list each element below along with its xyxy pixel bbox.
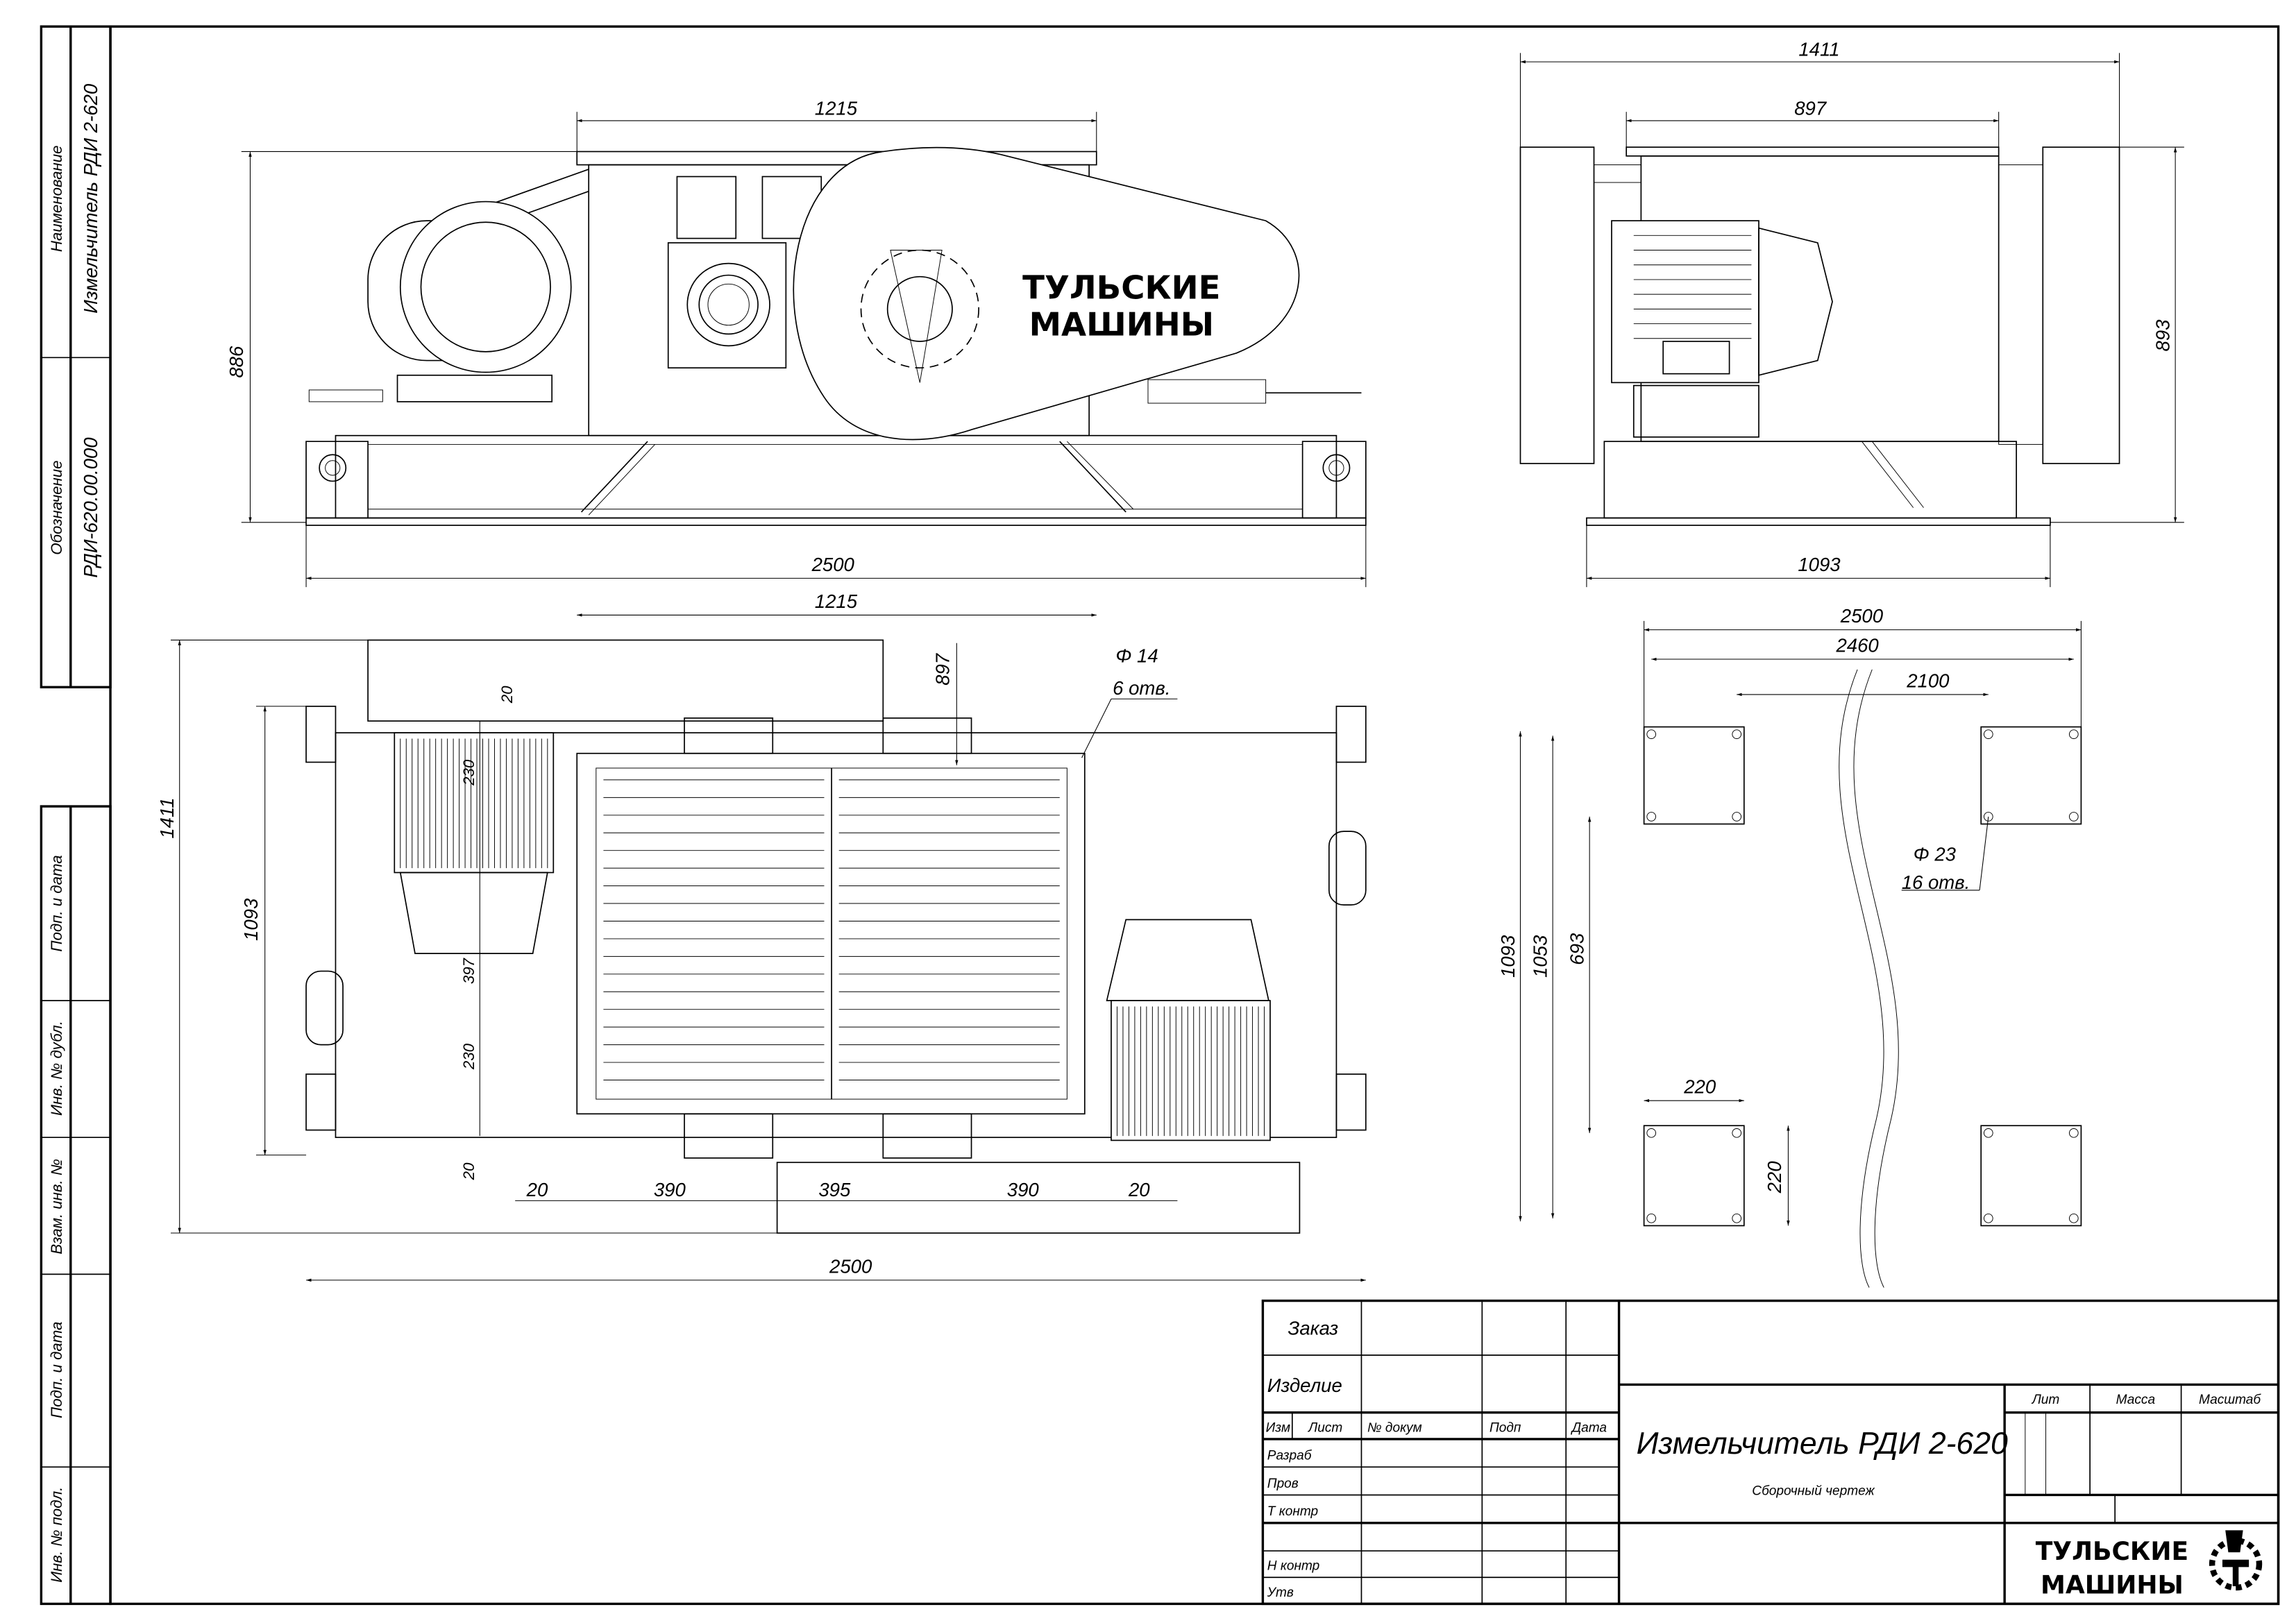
top-view: 1215 897 1411 1093 2500 20 230 397 230 2…	[156, 590, 1367, 1282]
dim-found-2500: 2500	[1840, 605, 1884, 627]
top-dimensions: 1215 897 1411 1093 2500 20 230 397 230 2…	[156, 590, 1366, 1282]
dim-front-1215: 1215	[815, 97, 858, 119]
dim-bottom-3: 395	[818, 1179, 851, 1200]
foundation-plan: 2500 2460 2100 1093 1053 693 220 220 Φ 2…	[1497, 605, 2082, 1288]
dim-side-1411: 1411	[1798, 39, 1839, 60]
top-frame	[305, 639, 1367, 1234]
side-motor	[1611, 220, 1833, 438]
motor-left	[308, 201, 572, 402]
col-podp: Подп	[1489, 1420, 1521, 1435]
stamp-naimenovanie-value: Измельчитель РДИ 2-620	[80, 83, 101, 314]
dim-top-897: 897	[932, 652, 954, 686]
dim-top-1093: 1093	[240, 898, 262, 941]
belt-guard-emblem	[860, 249, 979, 383]
found-hole-count: 16 отв.	[1902, 872, 1970, 893]
belt-guard: ТУЛЬСКИЕ МАШИНЫ	[793, 146, 1362, 441]
side-stamp: Наименование Измельчитель РДИ 2-620 Обоз…	[40, 25, 112, 1606]
dim-bottom-5: 20	[1128, 1179, 1150, 1200]
stamp-naimenovanie-label: Наименование	[48, 146, 65, 253]
label-izdelie: Изделие	[1267, 1375, 1342, 1396]
side-dimensions: 1411 897 893 1093	[1519, 39, 2184, 588]
stamp-inv-dubl: Инв. № дубл.	[48, 1021, 65, 1116]
dim-front-2500: 2500	[811, 554, 855, 575]
dim-top-20-lower: 20	[460, 1162, 478, 1180]
label-lit: Лит	[2031, 1393, 2060, 1407]
label-zakaz: Заказ	[1288, 1317, 1338, 1339]
dim-top-1411: 1411	[156, 797, 178, 838]
dim-found-2100: 2100	[1906, 670, 1950, 691]
stamp-podp-data-2: Подп. и дата	[48, 1322, 65, 1418]
cutter-discs	[603, 779, 1060, 1080]
side-view: 1411 897 893 1093	[1519, 39, 2184, 588]
stamp-oboznachenie-label: Обозначение	[48, 460, 65, 554]
drawing-title: Измельчитель РДИ 2-620	[1637, 1427, 2008, 1461]
front-dimensions: 1215 886 2500	[226, 97, 1367, 588]
dim-top-230-lower: 230	[460, 1043, 478, 1070]
row-utv: Утв	[1267, 1586, 1294, 1600]
company-logo-line2: МАШИНЫ	[2041, 1572, 2184, 1600]
side-base	[1586, 441, 2051, 526]
dim-side-1093: 1093	[1798, 554, 1841, 575]
col-data: Дата	[1571, 1420, 1607, 1435]
hole-note-count: 6 отв.	[1113, 677, 1170, 699]
dim-found-220-v: 220	[1764, 1161, 1785, 1194]
stamp-inv-podl: Инв. № подл.	[48, 1487, 65, 1583]
title-block: Заказ Изделие Изм Лист № докум Подп Дата…	[1261, 1299, 2280, 1606]
dim-bottom-4: 390	[1007, 1179, 1040, 1200]
dim-front-886: 886	[226, 346, 247, 378]
row-prov: Пров	[1267, 1477, 1299, 1491]
dim-side-893: 893	[2152, 319, 2174, 352]
dim-top-397: 397	[460, 957, 478, 984]
dim-found-693: 693	[1567, 933, 1588, 965]
gear-emblem-icon	[2209, 1530, 2263, 1591]
dim-found-1053: 1053	[1530, 935, 1551, 978]
belt-guard-logo-line2: МАШИНЫ	[1029, 307, 1215, 344]
stamp-oboznachenie-value: РДИ-620.00.000	[80, 437, 101, 578]
dim-top-230-upper: 230	[460, 759, 478, 786]
dim-top-1215: 1215	[815, 590, 858, 612]
dim-bottom-2: 390	[654, 1179, 686, 1200]
belt-guard-logo-line1: ТУЛЬСКИЕ	[1022, 270, 1220, 307]
dim-found-220-h: 220	[1683, 1076, 1716, 1098]
found-hole-diameter: Φ 23	[1914, 844, 1957, 865]
dim-side-897: 897	[1794, 97, 1827, 119]
rotor-housing	[576, 717, 1086, 1159]
dim-top-20-upper: 20	[498, 686, 516, 704]
col-nom-dokum: № докум	[1367, 1420, 1422, 1435]
dim-bottom-1: 20	[526, 1179, 548, 1200]
col-list: Лист	[1307, 1420, 1342, 1435]
top-motor-left	[394, 732, 555, 954]
stamp-vzam-inv: Взам. инв. №	[48, 1159, 65, 1255]
label-masshtab: Масштаб	[2199, 1393, 2261, 1407]
drawing-subtitle: Сборочный чертеж	[1752, 1484, 1875, 1498]
stamp-podp-data-1: Подп. и дата	[48, 855, 65, 951]
foundation-pads	[1643, 726, 2082, 1227]
side-hopper	[1519, 146, 2120, 464]
row-razrab: Разраб	[1267, 1449, 1312, 1463]
label-massa: Масса	[2116, 1393, 2155, 1407]
break-line	[1839, 669, 1899, 1288]
foundation-dimensions: 2500 2460 2100 1093 1053 693 220 220 Φ 2…	[1497, 605, 2082, 1226]
row-t-kontr: Т контр	[1267, 1504, 1318, 1519]
company-logo-line1: ТУЛЬСКИЕ	[2036, 1538, 2188, 1566]
hole-note-diameter: Φ 14	[1115, 645, 1158, 666]
dim-found-2460: 2460	[1835, 634, 1879, 656]
dim-top-2500: 2500	[829, 1255, 872, 1277]
front-view: ТУЛЬСКИЕ МАШИНЫ 1215 886 2500	[1, 0, 1367, 588]
top-motor-right	[1106, 919, 1271, 1141]
row-n-kontr: Н контр	[1267, 1559, 1319, 1574]
company-logo: ТУЛЬСКИЕ МАШИНЫ	[2036, 1530, 2263, 1600]
col-izm: Изм	[1266, 1420, 1290, 1435]
dim-found-1093: 1093	[1497, 935, 1519, 978]
